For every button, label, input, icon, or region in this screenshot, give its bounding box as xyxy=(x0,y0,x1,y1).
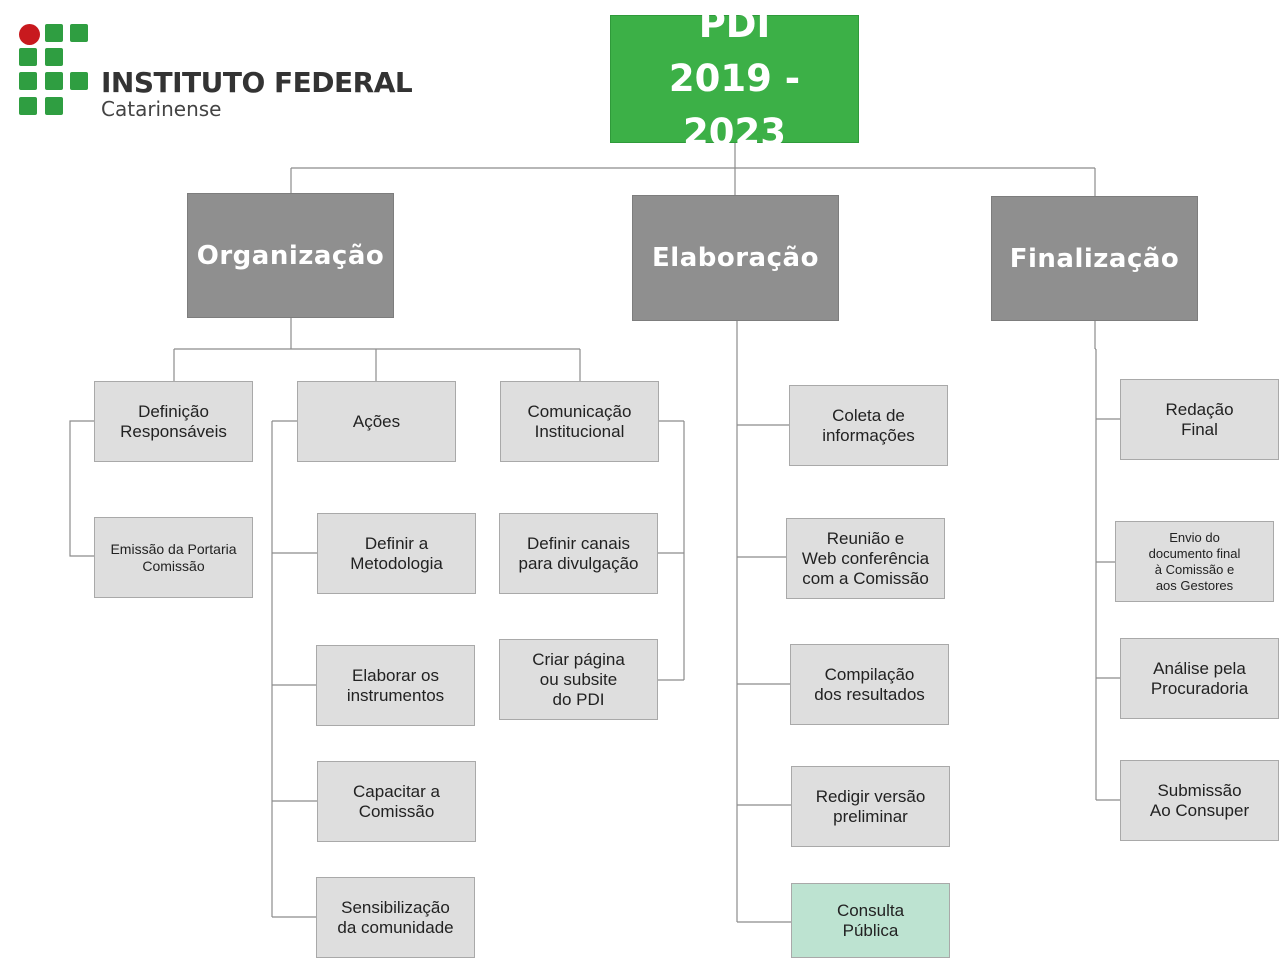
node-emissao-portaria: Emissão da Portaria Comissão xyxy=(94,517,253,598)
phase-elaboracao: Elaboração xyxy=(632,195,839,321)
logo-square-icon xyxy=(70,72,88,90)
node-acao-item: Definir a Metodologia xyxy=(317,513,476,594)
node-acao-item: Capacitar a Comissão xyxy=(317,761,476,842)
root-node: PDI 2019 - 2023 xyxy=(610,3,859,154)
node-consulta-publica: Consulta Pública xyxy=(791,883,950,958)
logo-square-icon xyxy=(45,24,63,42)
logo-square-icon xyxy=(45,97,63,115)
node-elaboracao-item: Coleta de informações xyxy=(789,385,948,466)
logo-square-icon xyxy=(19,72,37,90)
node-comunicacao-institucional: Comunicação Institucional xyxy=(500,381,659,462)
node-elaboracao-item: Redigir versão preliminar xyxy=(791,766,950,847)
logo-square-icon xyxy=(70,24,88,42)
logo-square-icon xyxy=(19,97,37,115)
logo-red-dot-icon xyxy=(19,24,40,45)
phase-finalizacao: Finalização xyxy=(991,196,1198,321)
logo-subname: Catarinense xyxy=(101,97,222,121)
node-elaboracao-item: Reunião e Web conferência com a Comissão xyxy=(786,518,945,599)
phase-organizacao: Organização xyxy=(187,193,394,318)
node-acao-item: Elaborar os instrumentos xyxy=(316,645,475,726)
logo-square-icon xyxy=(45,48,63,66)
node-finalizacao-item: Envio do documento final à Comissão e ao… xyxy=(1115,521,1274,602)
node-acoes: Ações xyxy=(297,381,456,462)
node-finalizacao-item: Redação Final xyxy=(1120,379,1279,460)
node-comunicacao-item: Criar página ou subsite do PDI xyxy=(499,639,658,720)
node-acao-item: Sensibilização da comunidade xyxy=(316,877,475,958)
node-finalizacao-item: Análise pela Procuradoria xyxy=(1120,638,1279,719)
root-period: 2019 - 2023 xyxy=(668,57,801,154)
node-definicao-responsaveis: Definição Responsáveis xyxy=(94,381,253,462)
node-finalizacao-item: Submissão Ao Consuper xyxy=(1120,760,1279,841)
logo-name: INSTITUTO FEDERAL xyxy=(101,66,413,99)
node-elaboracao-item: Compilação dos resultados xyxy=(790,644,949,725)
logo-square-icon xyxy=(45,72,63,90)
node-comunicacao-item: Definir canais para divulgação xyxy=(499,513,658,594)
logo-square-icon xyxy=(19,48,37,66)
root-title: PDI xyxy=(698,3,771,46)
connector xyxy=(69,420,95,557)
